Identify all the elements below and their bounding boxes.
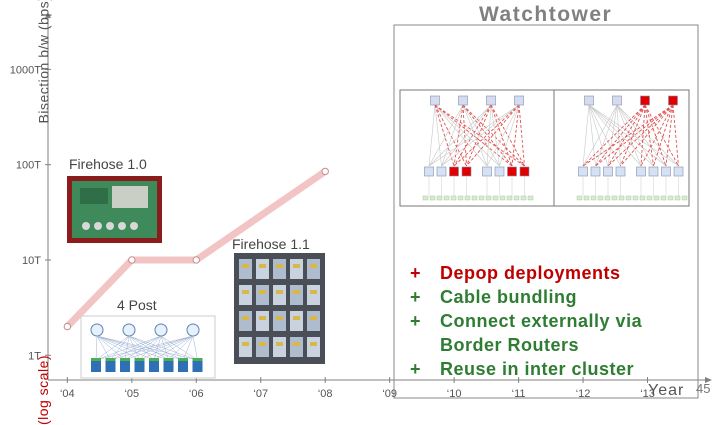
watchtower-benefits-list: + Depop deployments + Cable bundling + Connec… (410, 261, 642, 381)
plus-icon: + (410, 287, 422, 307)
firehose-1-1-photo (234, 253, 325, 364)
four-post-diagram (80, 315, 216, 379)
benefit-text: Depop deployments (440, 263, 621, 283)
data-point (321, 167, 329, 176)
benefit-item: + Reuse in inter cluster (410, 357, 642, 381)
y-axis-label-bottom: (log scale) (35, 354, 52, 425)
plus-icon: + (410, 263, 422, 283)
annotation-firehose-1-0: Firehose 1.0 (69, 156, 147, 172)
x-tick-label: ‘05 (124, 388, 139, 400)
benefit-item: + Connect externally via (410, 309, 642, 333)
slide-number: 45 (696, 381, 711, 396)
data-point (192, 256, 200, 264)
plus-icon: + (410, 359, 422, 379)
x-tick-label: ‘12 (576, 388, 591, 400)
x-tick-label: ‘07 (253, 388, 268, 400)
watchtower-topology-figure (399, 89, 690, 207)
x-tick-label: ‘06 (189, 388, 204, 400)
x-tick-label: ‘11 (512, 388, 526, 400)
data-point (63, 322, 72, 331)
benefit-item: Border Routers (410, 333, 642, 357)
series-line (63, 167, 329, 331)
y-tick-label: 100T (16, 160, 41, 172)
y-axis-arrow (45, 12, 51, 18)
data-point (128, 256, 136, 264)
benefit-item: + Depop deployments (410, 261, 642, 285)
benefit-text: Reuse in inter cluster (440, 359, 635, 379)
y-tick-label: 1000T (10, 64, 41, 76)
x-axis-arrow (705, 377, 712, 383)
x-tick-label: ‘04 (60, 388, 75, 400)
y-tick-label: 1T (28, 350, 41, 362)
benefit-item: + Cable bundling (410, 285, 642, 309)
x-tick-label: ‘09 (382, 388, 397, 400)
y-tick-label: 10T (22, 255, 41, 267)
series-path (63, 167, 329, 331)
plus-icon (410, 333, 440, 357)
y-axis-label-top: Bisection b/w (bps) (35, 0, 52, 124)
x-tick-label: ‘10 (447, 388, 462, 400)
plus-icon: + (410, 311, 422, 331)
annotation-4-post: 4 Post (117, 297, 157, 313)
chart-canvas: 1T 10T 100T 1000T ‘04 ‘05 ‘06 ‘07 ‘08 ‘09 ‘10 ‘11 ‘1… (10, 12, 712, 400)
firehose-1-0-photo (67, 176, 162, 243)
x-tick-label: ‘08 (318, 388, 333, 400)
benefit-text: Border Routers (440, 335, 580, 355)
x-axis-label: Year (648, 382, 685, 399)
watchtower-title: Watchtower (479, 3, 613, 26)
x-tick-label: ‘13 (640, 388, 655, 400)
watchtower-panel (393, 24, 699, 399)
annotation-firehose-1-1: Firehose 1.1 (232, 236, 310, 252)
axes: 1T 10T 100T 1000T ‘04 ‘05 ‘06 ‘07 ‘08 ‘09 ‘10 ‘11 ‘1… (10, 12, 712, 400)
benefit-text: Cable bundling (440, 287, 577, 307)
benefit-text: Connect externally via (440, 311, 643, 331)
